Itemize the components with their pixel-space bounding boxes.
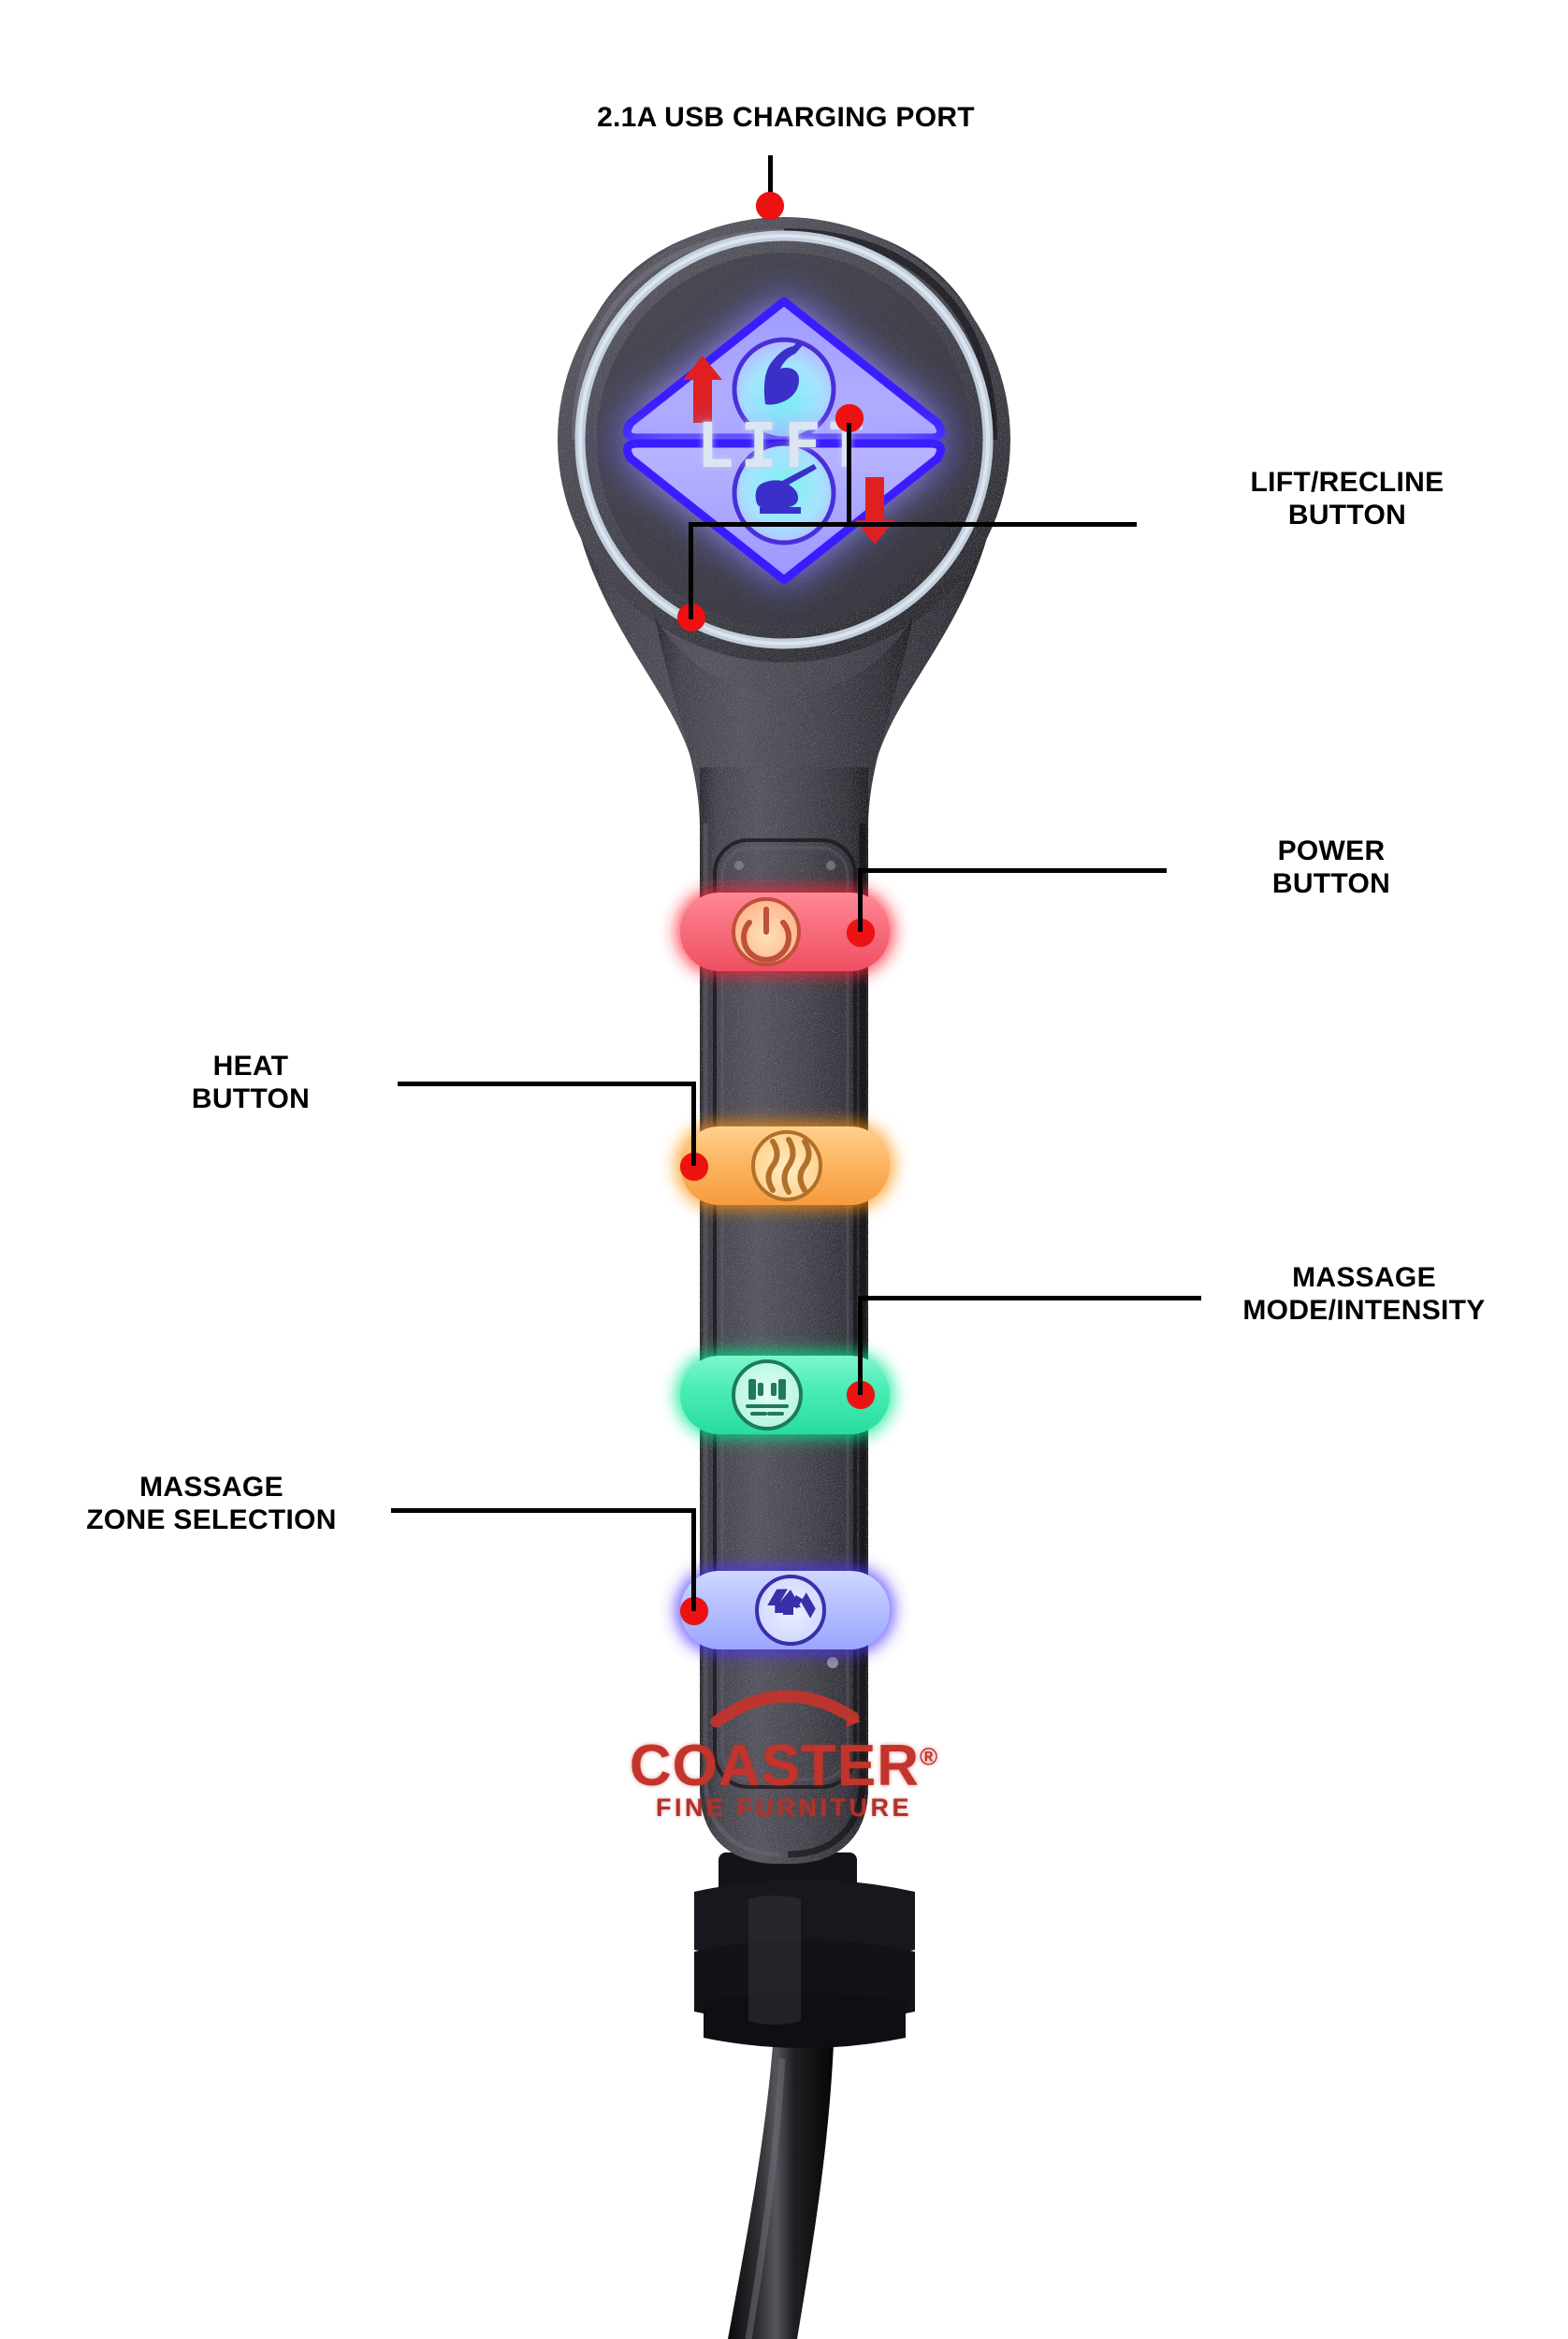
leader-line-lift-up-vert: [847, 423, 851, 526]
leader-line-heat-vert: [691, 1082, 696, 1166]
leader-line-power-vert: [858, 868, 863, 932]
coaster-tagline: FINE FURNITURE: [656, 1794, 912, 1822]
massage-mode-button[interactable]: [676, 1352, 893, 1438]
callout-massage-mode-intensity: MASSAGE MODE/INTENSITY: [1242, 1262, 1486, 1327]
leader-line-power-horizontal: [858, 868, 1167, 873]
cord-strain-relief: [694, 1852, 915, 2048]
leader-line-lift-down-horizontal: [689, 522, 849, 527]
power-button[interactable]: [676, 889, 893, 975]
callout-power-button: POWER BUTTON: [1271, 835, 1391, 900]
callout-usb-charging-port: 2.1A USB CHARGING PORT: [597, 102, 975, 133]
leader-line-massage-zone-horizontal: [391, 1508, 696, 1513]
lift-up-icon-circle: [732, 337, 836, 442]
heat-button[interactable]: [676, 1123, 893, 1209]
coaster-logo: [710, 1690, 861, 1728]
callout-massage-zone-selection: MASSAGE ZONE SELECTION: [86, 1472, 337, 1536]
coaster-logo-text: COASTER® FINE FURNITURE: [0, 1733, 1568, 1823]
heat-waves-icon: [765, 1137, 812, 1195]
callout-heat-button: HEAT BUTTON: [191, 1051, 311, 1115]
zone-cycle-icon: [767, 1589, 816, 1619]
marker-dot-usb: [756, 192, 784, 220]
massage-vibration-icon: [746, 1379, 789, 1416]
massage-zone-button[interactable]: [676, 1567, 893, 1653]
lift-down-icon-circle: [732, 441, 836, 545]
leader-line-lift-down-vert: [689, 522, 693, 619]
callout-lift-recline-button: LIFT/RECLINE BUTTON: [1250, 467, 1445, 531]
power-cord: [728, 2021, 835, 2339]
arrow-down-icon: [855, 477, 894, 545]
leader-line-massage-mode-vert: [858, 1296, 863, 1395]
registered-mark: ®: [919, 1742, 939, 1771]
leader-line-lift-horizontal: [847, 522, 1137, 527]
power-icon: [741, 907, 791, 963]
arrow-up-icon: [683, 356, 722, 423]
leader-line-heat-horizontal: [398, 1082, 696, 1086]
lift-control-group: [574, 230, 994, 649]
coaster-brand-name: COASTER®: [629, 1734, 939, 1798]
leader-line-usb: [768, 155, 773, 213]
leader-line-massage-mode-horizontal: [858, 1296, 1201, 1300]
button-panel: [713, 838, 857, 1789]
leader-line-massage-zone-vert: [691, 1508, 696, 1611]
